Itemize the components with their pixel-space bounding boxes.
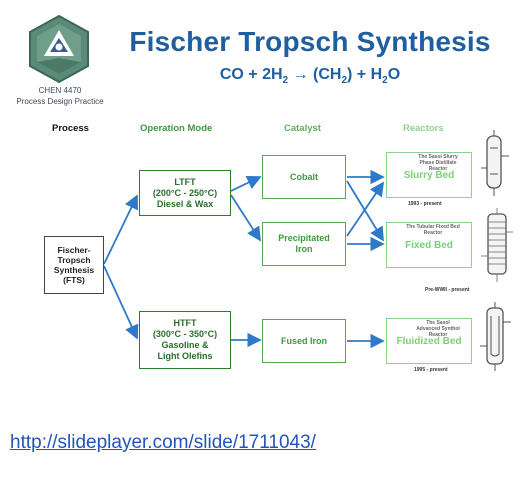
fluidized-bed-reactor-illustration bbox=[480, 302, 511, 371]
chen-hexagon-logo bbox=[29, 14, 89, 84]
reactor-box-fluidized-bed: The Sasol Advanced Synthol Reactor Fluid… bbox=[386, 318, 472, 364]
mode-box-htft: HTFT (300°C - 350°C) Gasoline & Light Ol… bbox=[139, 311, 231, 369]
equation-part: → (CH bbox=[288, 66, 342, 83]
source-link[interactable]: http://slideplayer.com/slide/1711043/ bbox=[10, 432, 316, 453]
equation-subscript: 2 bbox=[382, 75, 388, 87]
arrow-ltft-to-cobalt bbox=[230, 175, 262, 192]
reactor-box-fixed-bed: The Tubular Fixed Bed Reactor Fixed Bed bbox=[386, 222, 472, 268]
fixed-reactor-caption: The Tubular Fixed Bed Reactor bbox=[406, 224, 460, 236]
course-code: CHEN 4470 bbox=[38, 86, 82, 95]
equation-subscript: 2 bbox=[341, 75, 347, 87]
slurry-reactor-caption: The Sasol Slurry Phase Distillate Reacto… bbox=[418, 154, 458, 172]
equation-part: O bbox=[387, 66, 401, 83]
arrow-iron-to-slurry bbox=[346, 181, 385, 237]
slurry-bed-label: Slurry Bed bbox=[403, 169, 455, 181]
slurry-reactor-illustration bbox=[481, 130, 509, 196]
page-title: Fischer Tropsch Synthesis bbox=[129, 26, 491, 57]
equation-subscript: 2 bbox=[282, 75, 289, 87]
reaction-equation: CO + 2H2 → (CH2) + H2O bbox=[120, 66, 500, 86]
equation-part: CO + 2H bbox=[219, 66, 283, 83]
course-name: Process Design Practice bbox=[16, 97, 104, 106]
column-header-reactors: Reactors bbox=[403, 123, 444, 134]
column-header-catalyst: Catalyst bbox=[284, 123, 321, 134]
mode-box-ltft: LTFT (200°C - 250°C) Diesel & Wax bbox=[139, 170, 231, 216]
catalyst-box-fused-iron: Fused Iron bbox=[262, 319, 346, 363]
arrow-fts-to-htft bbox=[103, 265, 139, 340]
fluidized-reactor-caption: The Sasol Advanced Synthol Reactor bbox=[416, 320, 460, 338]
column-header-operation-mode: Operation Mode bbox=[140, 123, 213, 134]
arrow-ltft-to-iron bbox=[230, 194, 261, 242]
fluidized-bed-label: Fluidized Bed bbox=[396, 335, 462, 347]
fixed-bed-label: Fixed Bed bbox=[405, 239, 453, 251]
arrow-fts-to-ltft bbox=[103, 194, 138, 265]
process-box-fts: Fischer- Tropsch Synthesis (FTS) bbox=[44, 236, 104, 294]
catalyst-box-precipitated-iron: Precipitated Iron bbox=[262, 222, 346, 266]
equation-part: ) + H bbox=[347, 66, 383, 83]
catalyst-box-cobalt: Cobalt bbox=[262, 155, 346, 199]
fixed-bed-reactor-illustration bbox=[481, 208, 513, 282]
column-header-process: Process bbox=[52, 123, 89, 134]
slurry-bed-date: 1993 - present bbox=[408, 201, 442, 207]
reactor-box-slurry-bed: The Sasol Slurry Phase Distillate Reacto… bbox=[386, 152, 472, 198]
fixed-bed-date: Pre-WWII - present bbox=[425, 287, 470, 293]
fluidized-bed-date: 1995 - present bbox=[414, 367, 448, 373]
